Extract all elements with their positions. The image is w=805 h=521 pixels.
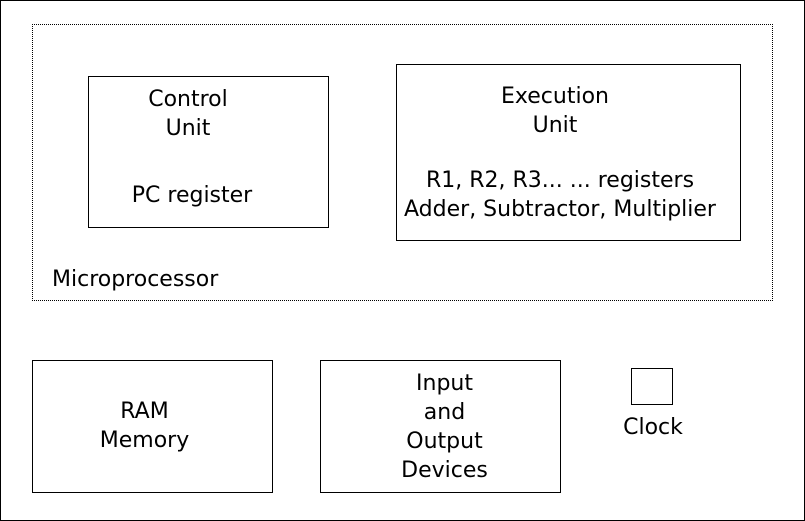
io-line4: Devices bbox=[401, 458, 488, 483]
io-line1: Input bbox=[416, 371, 473, 396]
clock-box bbox=[631, 368, 673, 405]
io-line3: Output bbox=[406, 429, 483, 454]
control-unit-detail: PC register bbox=[131, 183, 253, 208]
control-unit-title-line1: Control bbox=[148, 87, 228, 112]
microprocessor-boundary bbox=[32, 24, 773, 301]
ram-memory-box bbox=[32, 360, 273, 493]
control-unit-title-line2: Unit bbox=[165, 116, 211, 141]
io-line2: and bbox=[423, 400, 466, 425]
ram-line2: Memory bbox=[99, 428, 190, 453]
execution-unit-title-line1: Execution bbox=[501, 84, 609, 109]
execution-unit-title-line2: Unit bbox=[532, 113, 578, 138]
execution-unit-registers: R1, R2, R3... ... registers bbox=[425, 168, 695, 193]
microprocessor-label: Microprocessor bbox=[52, 267, 219, 292]
control-unit-box bbox=[88, 76, 329, 228]
io-devices-box bbox=[320, 360, 561, 493]
ram-line1: RAM bbox=[120, 399, 169, 424]
execution-unit-box bbox=[396, 64, 741, 241]
clock-label: Clock bbox=[623, 415, 683, 440]
execution-unit-alu: Adder, Subtractor, Multiplier bbox=[404, 197, 716, 222]
